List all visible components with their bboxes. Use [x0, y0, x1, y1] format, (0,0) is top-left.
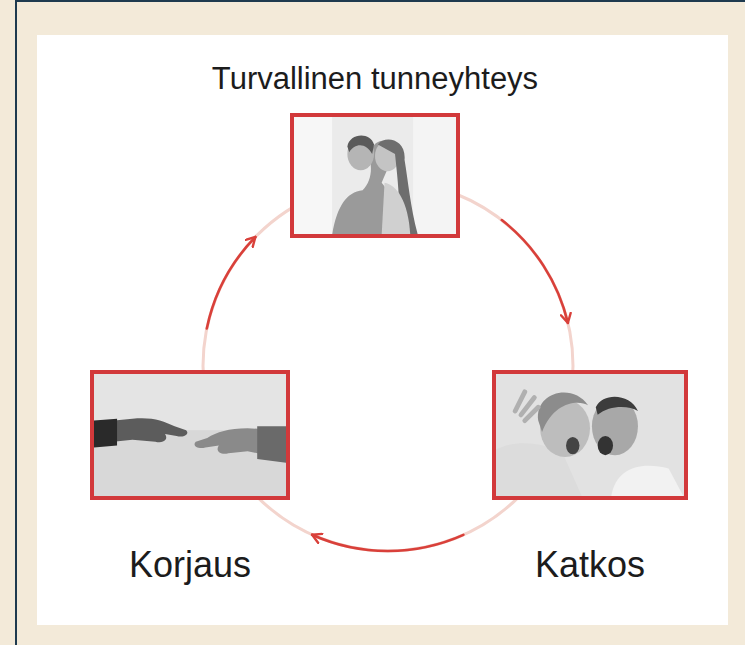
photo-illustration [294, 117, 456, 234]
stage-label: Korjaus [129, 544, 251, 586]
cycle-arrow [502, 220, 568, 323]
stage-label: Turvallinen tunneyhteys [212, 61, 538, 97]
photo-box: Turvallinen tunneyhteys [290, 113, 460, 238]
photo-illustration [496, 374, 684, 496]
stage-label: Katkos [535, 544, 645, 586]
photo-illustration [94, 374, 286, 496]
cycle-arrow [312, 535, 463, 551]
cycle-arrow [207, 237, 256, 329]
photo-box: Korjaus [90, 370, 290, 500]
photo-box: Katkos [492, 370, 688, 500]
